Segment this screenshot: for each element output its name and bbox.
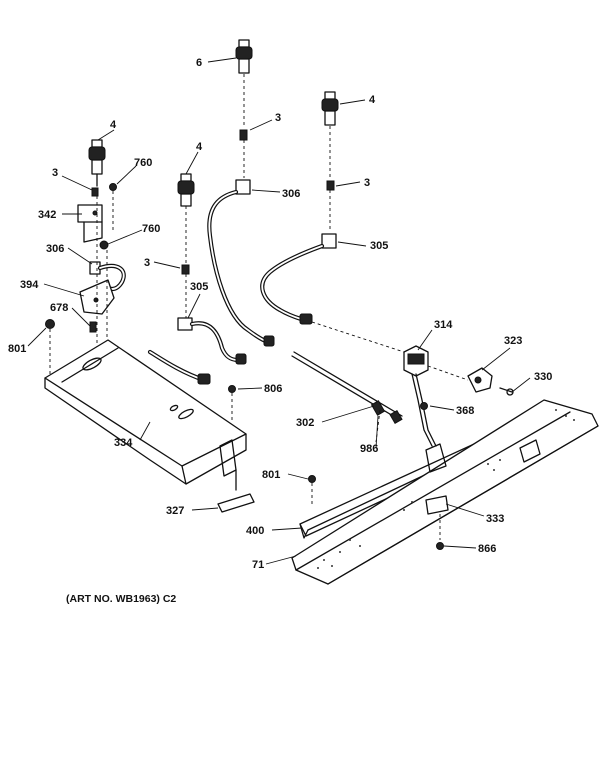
callout-labels: 6 3 4 3 306 4 4 760 3 342 760 306 305 3 … — [8, 57, 552, 571]
label-801-mid: 801 — [262, 469, 280, 481]
label-394: 394 — [20, 279, 39, 291]
label-71: 71 — [252, 559, 264, 571]
screw-368 — [420, 402, 428, 410]
label-342: 342 — [38, 209, 56, 221]
leader-lines — [27, 57, 531, 565]
burner-base — [291, 399, 599, 585]
screw-760-a — [109, 183, 117, 230]
bracket-left — [77, 204, 103, 243]
label-3-mid: 3 — [144, 257, 150, 269]
valve-center — [177, 173, 247, 365]
bracket-394 — [79, 279, 115, 315]
label-306-mid: 306 — [282, 188, 300, 200]
label-6: 6 — [196, 57, 202, 69]
label-3-left: 3 — [52, 167, 58, 179]
clip-678 — [89, 321, 97, 333]
label-330: 330 — [534, 371, 552, 383]
valve-top — [207, 39, 275, 347]
screw-801-mid — [308, 475, 316, 504]
bracket-314 — [403, 345, 429, 377]
label-305-right: 305 — [370, 240, 388, 252]
valve-right — [260, 91, 339, 325]
label-305-mid: 305 — [190, 281, 208, 293]
label-760-a: 760 — [134, 157, 152, 169]
art-number-caption: (ART NO. WB1963) C2 — [66, 593, 176, 605]
label-302: 302 — [296, 417, 314, 429]
label-334: 334 — [114, 437, 133, 449]
fitting-left — [91, 187, 99, 197]
label-368: 368 — [456, 405, 474, 417]
label-333: 333 — [486, 513, 504, 525]
label-678: 678 — [50, 302, 68, 314]
part-323 — [467, 367, 493, 393]
label-806: 806 — [264, 383, 282, 395]
label-986: 986 — [360, 443, 378, 455]
screw-760-b — [99, 240, 109, 250]
label-4-mid: 4 — [196, 141, 203, 153]
label-3-top: 3 — [275, 112, 281, 124]
base-texture — [317, 409, 575, 569]
screw-330 — [499, 387, 514, 396]
label-4-left: 4 — [110, 119, 117, 131]
label-866: 866 — [478, 543, 496, 555]
label-306-left: 306 — [46, 243, 64, 255]
label-760-b: 760 — [142, 223, 160, 235]
manifold-bracket — [44, 339, 247, 491]
rod-302 — [291, 351, 403, 425]
label-801-left: 801 — [8, 343, 26, 355]
label-327: 327 — [166, 505, 184, 517]
screw-866 — [436, 514, 444, 550]
support-rod — [411, 373, 433, 447]
label-4-right: 4 — [369, 94, 376, 106]
screw-806 — [228, 385, 236, 420]
label-400: 400 — [246, 525, 264, 537]
label-323: 323 — [504, 335, 522, 347]
valve-left — [88, 139, 106, 187]
clip-327 — [217, 493, 255, 513]
label-3-right: 3 — [364, 177, 370, 189]
label-314: 314 — [434, 319, 453, 331]
